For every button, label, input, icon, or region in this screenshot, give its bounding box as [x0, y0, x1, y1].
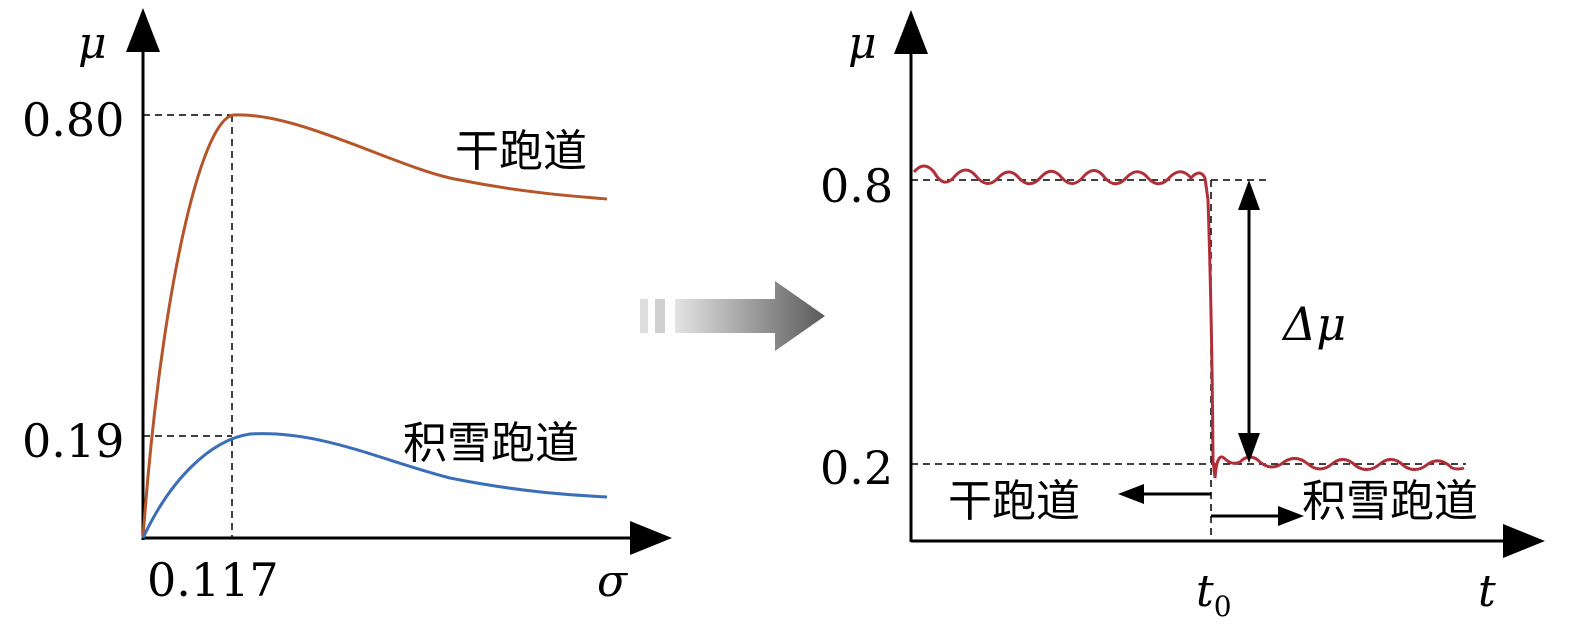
left-snow-runway-label: 积雪跑道	[403, 418, 579, 469]
dry-runway-curve	[141, 113, 608, 539]
left-y-tick-high: 0.80	[22, 93, 124, 147]
left-y-axis-label: μ	[78, 18, 107, 69]
right-y-tick-high: 0.8	[820, 159, 893, 213]
right-dry-runway-label: 干跑道	[948, 476, 1080, 527]
right-x-tick-switch: t0	[1196, 566, 1232, 623]
left-x-axis-arrow-icon	[630, 521, 672, 555]
delta-arrow-up-icon	[1238, 180, 1260, 210]
right-x-axis-arrow-icon	[1503, 524, 1545, 558]
friction-time-curve	[912, 164, 1465, 479]
left-dry-runway-label: 干跑道	[455, 126, 587, 177]
left-x-tick-peak: 0.117	[147, 553, 279, 607]
right-y-axis-arrow-icon	[894, 10, 928, 54]
delta-mu-label: Δμ	[1281, 297, 1346, 351]
left-y-axis-arrow-icon	[126, 8, 160, 52]
right-y-axis-label: μ	[848, 18, 877, 69]
t-subscript: 0	[1214, 590, 1232, 623]
delta-arrow-down-icon	[1238, 433, 1260, 463]
right-y-tick-low: 0.2	[820, 441, 893, 495]
t-symbol: t	[1196, 566, 1214, 617]
right-snow-runway-label: 积雪跑道	[1302, 476, 1478, 527]
right-x-axis-label: t	[1478, 566, 1496, 617]
snow-region-arrow-icon	[1278, 506, 1304, 526]
right-chart: μ t 0.8 0.2 t0 Δμ 干跑道 积雪跑道	[820, 10, 1545, 623]
left-y-tick-low: 0.19	[22, 414, 124, 468]
snow-runway-curve	[141, 432, 608, 539]
dry-region-arrow-icon	[1118, 484, 1144, 504]
left-chart: μ σ 0.80 0.19 0.117 干跑道 积雪跑道	[22, 8, 672, 607]
gradient-arrow-icon	[640, 281, 825, 351]
left-x-axis-label: σ	[597, 556, 629, 607]
